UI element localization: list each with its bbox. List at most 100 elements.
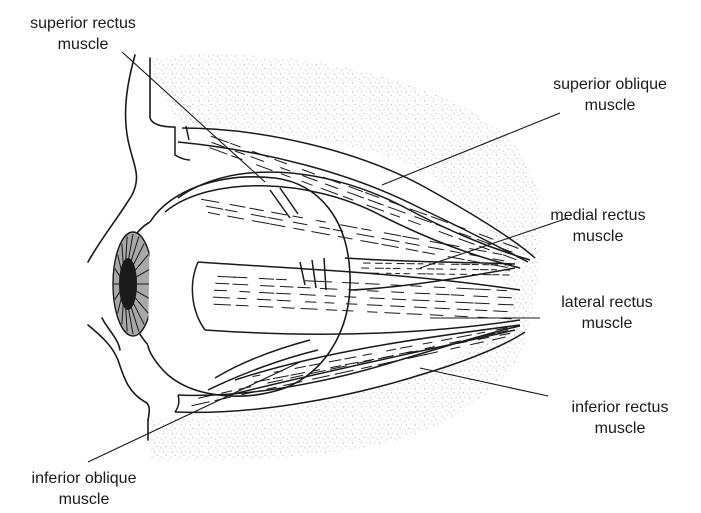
fibre-stroke — [281, 174, 291, 178]
fibre-stroke — [402, 236, 419, 239]
fibre-stroke — [388, 207, 406, 214]
fibre-stroke — [211, 136, 229, 143]
fibre-stroke — [423, 342, 433, 344]
fibre-stroke — [441, 338, 452, 340]
fibre-stroke — [475, 310, 487, 311]
fibre-stroke — [302, 181, 313, 185]
fibre-stroke — [386, 349, 396, 351]
fibre-stroke — [257, 299, 271, 300]
fibre-stroke — [344, 297, 356, 298]
fibre-stroke — [252, 151, 269, 157]
label-inferior-oblique: inferior oblique muscle — [4, 468, 164, 510]
fibre-stroke — [312, 376, 329, 380]
fibre-stroke — [457, 309, 470, 310]
fibre-stroke — [368, 200, 384, 206]
fibre-stroke — [436, 294, 450, 295]
fibre-stroke — [390, 214, 400, 218]
fibre-stroke — [474, 289, 490, 290]
fibre-stroke — [422, 252, 435, 254]
fibre-stroke — [282, 308, 295, 309]
fibre-stroke — [345, 357, 357, 359]
fibre-stroke — [391, 285, 403, 286]
label-superior-oblique: superior oblique muscle — [535, 74, 685, 116]
fibre-stroke — [237, 298, 246, 299]
fibre-stroke — [367, 312, 377, 313]
fibre-stroke — [367, 291, 379, 292]
fibre-stroke — [415, 293, 430, 294]
fibre-stroke — [348, 290, 358, 291]
fibre-stroke — [340, 225, 357, 228]
fibre-stroke — [493, 311, 507, 312]
fibre-stroke — [498, 304, 514, 305]
fibre-stroke — [347, 192, 364, 198]
fibre-stroke — [391, 292, 404, 293]
fibre-stroke — [457, 288, 475, 289]
fibre-stroke — [236, 305, 249, 306]
fibre-stroke — [305, 302, 316, 303]
fibre-stroke — [382, 238, 400, 241]
fibre-stroke — [230, 143, 240, 147]
cornea — [113, 222, 153, 345]
fibre-stroke — [276, 279, 287, 280]
fibre-stroke — [457, 335, 472, 338]
fibre-stroke — [407, 314, 422, 315]
fibre-stroke — [326, 310, 337, 311]
fibre-stroke — [233, 277, 247, 278]
fibre-stroke — [435, 301, 446, 302]
fibre-stroke — [302, 170, 315, 175]
fibre-stroke — [412, 300, 429, 301]
label-inferior-rectus: inferior rectus muscle — [545, 397, 695, 439]
fibre-stroke — [390, 306, 405, 307]
fibre-stroke — [280, 286, 294, 287]
fibre-stroke — [346, 304, 357, 305]
fibre-stroke — [215, 283, 229, 284]
fibre-stroke — [498, 297, 512, 298]
fibre-stroke — [436, 224, 450, 229]
label-lateral-rectus: lateral rectus muscle — [532, 292, 682, 334]
fibre-stroke — [473, 296, 488, 297]
fibre-stroke — [430, 315, 443, 316]
fibre-stroke — [392, 299, 406, 300]
fibre-stroke — [384, 313, 400, 314]
label-superior-rectus: superior rectus muscle — [8, 13, 158, 55]
fibre-stroke — [256, 165, 272, 171]
fibre-stroke — [408, 220, 420, 225]
fibre-stroke — [455, 302, 473, 303]
fibre-stroke — [192, 402, 210, 406]
fibre-stroke — [329, 360, 341, 362]
fibre-stroke — [405, 243, 420, 246]
fibre-stroke — [474, 303, 489, 304]
fibre-stroke — [497, 290, 507, 291]
fibre-stroke — [439, 231, 453, 236]
fibre-stroke — [410, 286, 421, 287]
fibre-stroke — [406, 249, 418, 251]
fibre-stroke — [277, 300, 291, 301]
fibre-stroke — [325, 296, 336, 297]
fibre-stroke — [342, 311, 353, 312]
fibre-stroke — [214, 290, 227, 291]
fibre-stroke — [251, 157, 264, 162]
fibre-stroke — [477, 332, 485, 334]
fibre-stroke — [370, 298, 385, 299]
fibre-stroke — [240, 291, 251, 292]
fibre-stroke — [455, 316, 468, 317]
fibre-stroke — [320, 281, 332, 282]
fibre-stroke — [276, 293, 291, 294]
fibre-stroke — [260, 286, 274, 287]
fibre-stroke — [400, 346, 412, 348]
fibre-stroke — [345, 362, 358, 365]
fibre-stroke — [384, 233, 401, 236]
fibre-stroke — [434, 287, 446, 288]
fibre-stroke — [357, 234, 375, 237]
fibre-stroke — [325, 303, 335, 304]
fibre-stroke — [450, 347, 460, 349]
fibre-stroke — [451, 295, 464, 296]
fibre-stroke — [361, 229, 371, 231]
fibre-stroke — [280, 168, 290, 172]
label-medial-rectus: medial rectus muscle — [523, 205, 673, 247]
fibre-stroke — [382, 244, 399, 247]
fibre-stroke — [434, 308, 449, 309]
fibre-stroke — [365, 284, 380, 285]
fibre-stroke — [259, 306, 274, 307]
fibre-stroke — [389, 201, 404, 206]
